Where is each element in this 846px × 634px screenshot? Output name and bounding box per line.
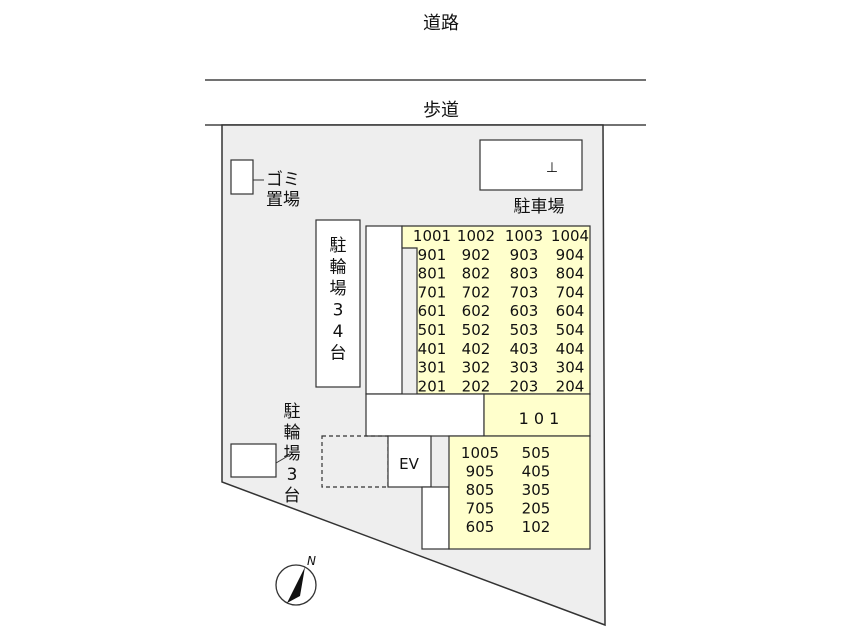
unit-number: 903 [510,246,539,264]
unit-number: 705 [466,500,495,518]
unit-number: 401 [418,340,447,358]
bike-parking-34-box [315,219,361,388]
unit-number: 804 [556,265,585,283]
unit-number: 801 [418,265,447,283]
unit-number: 901 [418,246,447,264]
unit-number: 603 [510,302,539,320]
unit-number: 701 [418,283,447,301]
unit-number: 503 [510,321,539,339]
lower-corridor [421,486,450,550]
unit-number: 102 [522,518,551,536]
lower-unit-block [448,435,591,550]
unit-number: 803 [510,265,539,283]
unit-number: 504 [556,321,585,339]
bike-parking-3-leader [275,455,289,464]
unit-number: 703 [510,283,539,301]
bike-parking-34-char: 4 [333,322,344,342]
bike-parking-34-char: 輪 [330,258,347,278]
bike-parking-3-char: 場 [284,444,301,464]
upper-unit-labels: 1001 1002 1003 1004 901 902 903 904 801 802 803 804… [413,227,589,395]
bike-parking-34-char: 場 [330,279,347,299]
unit-number: 203 [510,377,539,395]
unit-number: 505 [522,444,551,462]
unit-number: 605 [466,518,495,536]
building-corridor [365,225,403,395]
bike-parking-3-char: 駐 [284,402,301,422]
unit-101-box [483,393,591,437]
building-hall [365,393,485,437]
bike-parking-34-char: 3 [333,301,344,321]
unit-number: 302 [462,359,491,377]
unit-number: 403 [510,340,539,358]
road-label: 道路 [423,13,459,34]
unit-number: 905 [466,463,495,481]
parking-box [479,139,583,191]
unit-number: 204 [556,377,585,395]
garbage-label-2: 置場 [266,190,300,210]
unit-number: 802 [462,265,491,283]
unit-number: 1003 [505,227,543,245]
bike-parking-3-char: 3 [287,465,298,485]
unit-number: 305 [522,481,551,499]
bike-parking-34-char: 駐 [330,236,347,256]
unit-number: 405 [522,463,551,481]
unit-number: 402 [462,340,491,358]
unit-number: 805 [466,481,495,499]
unit-number: 202 [462,377,491,395]
north-label: N [307,554,316,568]
unit-number: 1001 [413,227,451,245]
garbage-box [230,159,254,195]
bike-parking-3-box [230,443,277,478]
unit-number: 501 [418,321,447,339]
bike-parking-3-char: 台 [284,486,301,506]
sidewalk-label: 歩道 [423,100,459,121]
unit-number: 404 [556,340,585,358]
unit-number: 301 [418,359,447,377]
unit-number: 704 [556,283,585,301]
unit-number: 702 [462,283,491,301]
unit-number: 304 [556,359,585,377]
bike-parking-34-char: 台 [330,344,347,364]
unit-number: 303 [510,359,539,377]
unit-101-label: 1 0 1 [519,409,560,428]
bike-parking-3-char: 輪 [284,423,301,443]
unit-number: 205 [522,500,551,518]
lower-unit-labels: 1005 505 905 405 805 305 705 205 605 102 [461,444,550,536]
unit-number: 201 [418,377,447,395]
unit-number: 904 [556,246,585,264]
unit-number: 1005 [461,444,499,462]
unit-number: 502 [462,321,491,339]
parking-mark: ⊥ [546,160,558,176]
north-arrow-icon [287,567,305,603]
ev-label: EV [399,455,419,473]
unit-number: 1004 [551,227,589,245]
unit-number: 602 [462,302,491,320]
unit-number: 604 [556,302,585,320]
garbage-label-1: ゴミ [266,169,300,190]
parking-label: 駐車場 [514,197,565,217]
ev-box [387,435,432,488]
unit-number: 902 [462,246,491,264]
unit-number: 1002 [457,227,495,245]
unit-number: 601 [418,302,447,320]
